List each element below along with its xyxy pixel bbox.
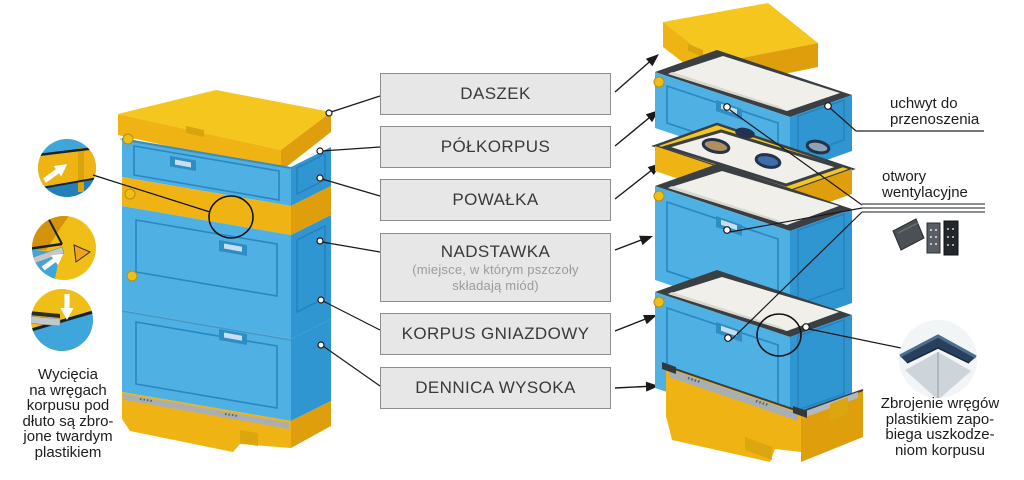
reinforcement-highlight-circle [756,313,802,357]
annotation-lines [723,102,985,357]
left-note-line: na wręgach [29,381,107,399]
white-arrow-up-right-icon [41,253,64,271]
vents-annotation-line: wentylacyjne [882,184,968,201]
callout-leader-line [92,174,211,213]
left-note-line: Wycięcia [38,366,98,383]
leader-dot [723,226,731,234]
leader-dot [724,334,732,342]
reinforcement-note-line: biega uszkodze- [885,426,995,443]
leader-dot [802,323,810,331]
label-daszek: DASZEK [460,84,531,103]
label-nadstawka-subtitle-2: składają miód) [452,277,539,293]
white-arrow-down-icon [60,294,74,320]
reinforcement-note-line: Zbrojenie wręgów [880,395,1000,412]
leader-dot [824,102,832,110]
assembled-powalka [122,177,331,235]
vent-plug-icon [892,218,925,251]
exploded-hive [651,3,864,462]
white-arrow-up-right-icon [42,164,68,183]
vent-plug-icons [892,218,959,256]
detail-callout-corner-reinforcement [899,320,977,398]
label-box-daszek: DASZEK [380,73,611,115]
latch-clip-icon [653,190,665,202]
assembled-hive [92,90,331,452]
detail-callout-chisel-notch [32,216,96,280]
latch-clip-icon [653,76,665,88]
leader-dots [316,109,333,349]
feeder-hole [735,127,755,139]
rebate-highlight-circle [208,195,254,239]
label-box-nadstawka: NADSTAWKA (miejsce, w którym pszczoły sk… [380,233,611,302]
label-box-dennica-wysoka: DENNICA WYSOKA [380,367,611,409]
feeder-hole [754,153,782,169]
handle-annotation-line: uchwyt do [890,95,958,112]
left-note: Wycięcia na wręgach korpusu pod dłuto są… [6,367,130,460]
latch-clip-icon [126,270,138,282]
label-powalka: POWAŁKA [452,190,539,209]
left-note-line: dłuto są zbro- [22,412,114,430]
latch-clip-icon [122,133,134,145]
handle-annotation-line: przenoszenia [890,111,980,128]
feeder-hole [701,138,731,154]
latch-clip-icon [653,296,665,308]
label-box-powalka: POWAŁKA [380,179,611,221]
leader-dot [723,103,731,111]
assembled-polkorpus [119,138,331,206]
vent-plug-icon [926,222,941,254]
vents-annotation-line: otwory [882,168,927,185]
feeder-hole [805,139,831,155]
exploded-dennica [662,362,864,462]
left-leader-lines [321,95,381,387]
label-arrows [614,56,658,389]
assembled-dennica [122,392,331,452]
handle-annotation: uchwyt do przenoszenia [890,96,979,128]
reinforcement-note: Zbrojenie wręgów plastikiem zapo- biega … [868,396,1012,458]
label-nadstawka-subtitle-1: (miejsce, w którym pszczoły [412,261,579,277]
vent-plug-icon [943,220,959,256]
assembled-daszek [118,90,331,171]
vents-annotation: otwory wentylacyjne [882,169,968,201]
label-polkorpus: PÓŁKORPUS [440,137,551,156]
left-note-line: jone twardym [23,428,113,445]
detail-callout-chisel-arrow-down [31,289,93,351]
assembled-nadstawka [122,206,331,339]
reinforcement-note-line: niom korpusu [894,441,986,459]
reinforcement-note-line: plastikiem zapo- [885,410,995,428]
label-nadstawka: NADSTAWKA [440,241,551,261]
detail-callout-rebate-corner [38,139,96,197]
label-dennica-wysoka: DENNICA WYSOKA [415,378,576,397]
left-note-line: plastikiem [34,443,102,461]
label-box-korpus-gniazdowy: KORPUS GNIAZDOWY [380,313,611,355]
left-note-line: korpusu pod [26,397,110,414]
latch-clip-icon [124,188,136,200]
label-box-polkorpus: PÓŁKORPUS [380,126,611,168]
label-korpus-gniazdowy: KORPUS GNIAZDOWY [401,324,590,343]
